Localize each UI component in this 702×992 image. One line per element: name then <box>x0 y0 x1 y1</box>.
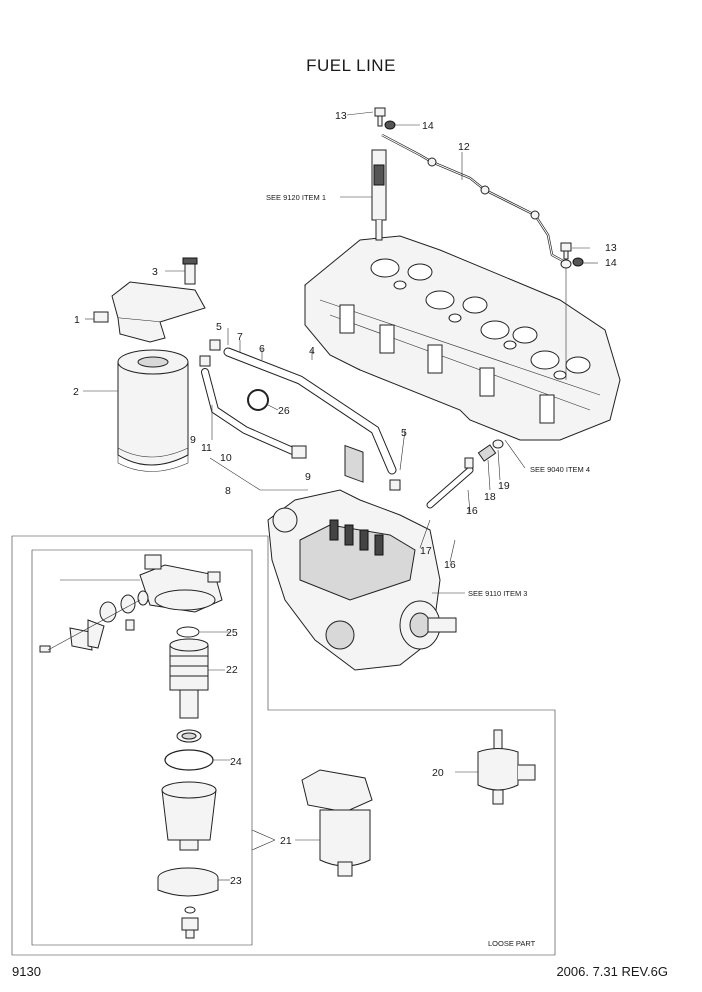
element-22 <box>169 638 209 719</box>
callout-12: 12 <box>458 141 470 153</box>
callout-9: 9 <box>190 434 196 446</box>
plate-parts <box>39 590 149 653</box>
callout-19: 19 <box>498 480 510 492</box>
callout-22: 22 <box>226 664 238 676</box>
callout-20: 20 <box>432 767 444 779</box>
callout-10: 10 <box>220 452 232 464</box>
filter-cartridge-2 <box>117 349 189 472</box>
washer-19 <box>492 439 504 449</box>
injector <box>371 149 387 241</box>
callout-21: 21 <box>280 835 292 847</box>
callout-16: 16 <box>466 505 478 517</box>
callout-5: 5 <box>401 427 407 439</box>
callout-14: 14 <box>422 120 434 132</box>
bolt-13-top <box>374 107 386 127</box>
loose-part-outline <box>11 535 556 956</box>
o-ring-25 <box>176 626 200 638</box>
washer-14-top <box>384 120 396 130</box>
callouts: 13 14 12 13 14 3 1 2 5 7 6 4 26 5 9 11 1… <box>73 110 617 887</box>
loose-part-label: LOOSE PART <box>488 939 536 948</box>
callout-8: 8 <box>225 485 231 497</box>
callout-13: 13 <box>605 242 617 254</box>
cylinder-head <box>304 235 621 483</box>
callout-13: 13 <box>335 110 347 122</box>
callout-5: 5 <box>216 321 222 333</box>
callout-23: 23 <box>230 875 242 887</box>
callout-7: 7 <box>237 331 243 343</box>
page-title: FUEL LINE <box>306 56 396 75</box>
washer-pair-right <box>560 259 572 269</box>
callout-24: 24 <box>230 756 242 768</box>
fitting-18 <box>477 444 497 462</box>
bolt-13-right <box>560 242 572 260</box>
filter-assembly-21 <box>301 769 373 877</box>
ref-9120: SEE 9120 ITEM 1 <box>266 193 326 202</box>
filter-head <box>93 257 206 343</box>
callout-9: 9 <box>305 471 311 483</box>
filter-head-exploded <box>139 554 223 613</box>
washer-14-right <box>572 257 584 267</box>
callout-26: 26 <box>278 405 290 417</box>
ref-9040: SEE 9040 ITEM 4 <box>530 465 590 474</box>
page-number: 9130 <box>12 964 41 979</box>
part-20 <box>477 729 536 805</box>
callout-4: 4 <box>309 345 315 357</box>
leader-lines <box>47 111 598 881</box>
ref-9110: SEE 9110 ITEM 3 <box>468 589 527 598</box>
bowl <box>161 781 217 851</box>
drain-plug <box>181 906 199 939</box>
callout-1: 1 <box>74 314 80 326</box>
revision: 2006. 7.31 REV.6G <box>556 964 668 979</box>
callout-16: 17 <box>420 545 432 557</box>
callout-14: 14 <box>605 257 617 269</box>
callout-3: 3 <box>152 266 158 278</box>
callout-25: 25 <box>226 627 238 639</box>
clip-26 <box>247 389 269 411</box>
ring-collar <box>176 729 202 743</box>
callout-18: 18 <box>484 491 496 503</box>
callout-11: 11 <box>201 442 212 454</box>
injection-pump <box>267 489 457 671</box>
inner-outline <box>31 549 253 946</box>
callout-2: 2 <box>73 386 79 398</box>
o-ring-24 <box>164 749 214 771</box>
callout-6: 6 <box>259 343 265 355</box>
ring-nut-23 <box>157 867 219 897</box>
callout-15: 16 <box>444 559 456 571</box>
